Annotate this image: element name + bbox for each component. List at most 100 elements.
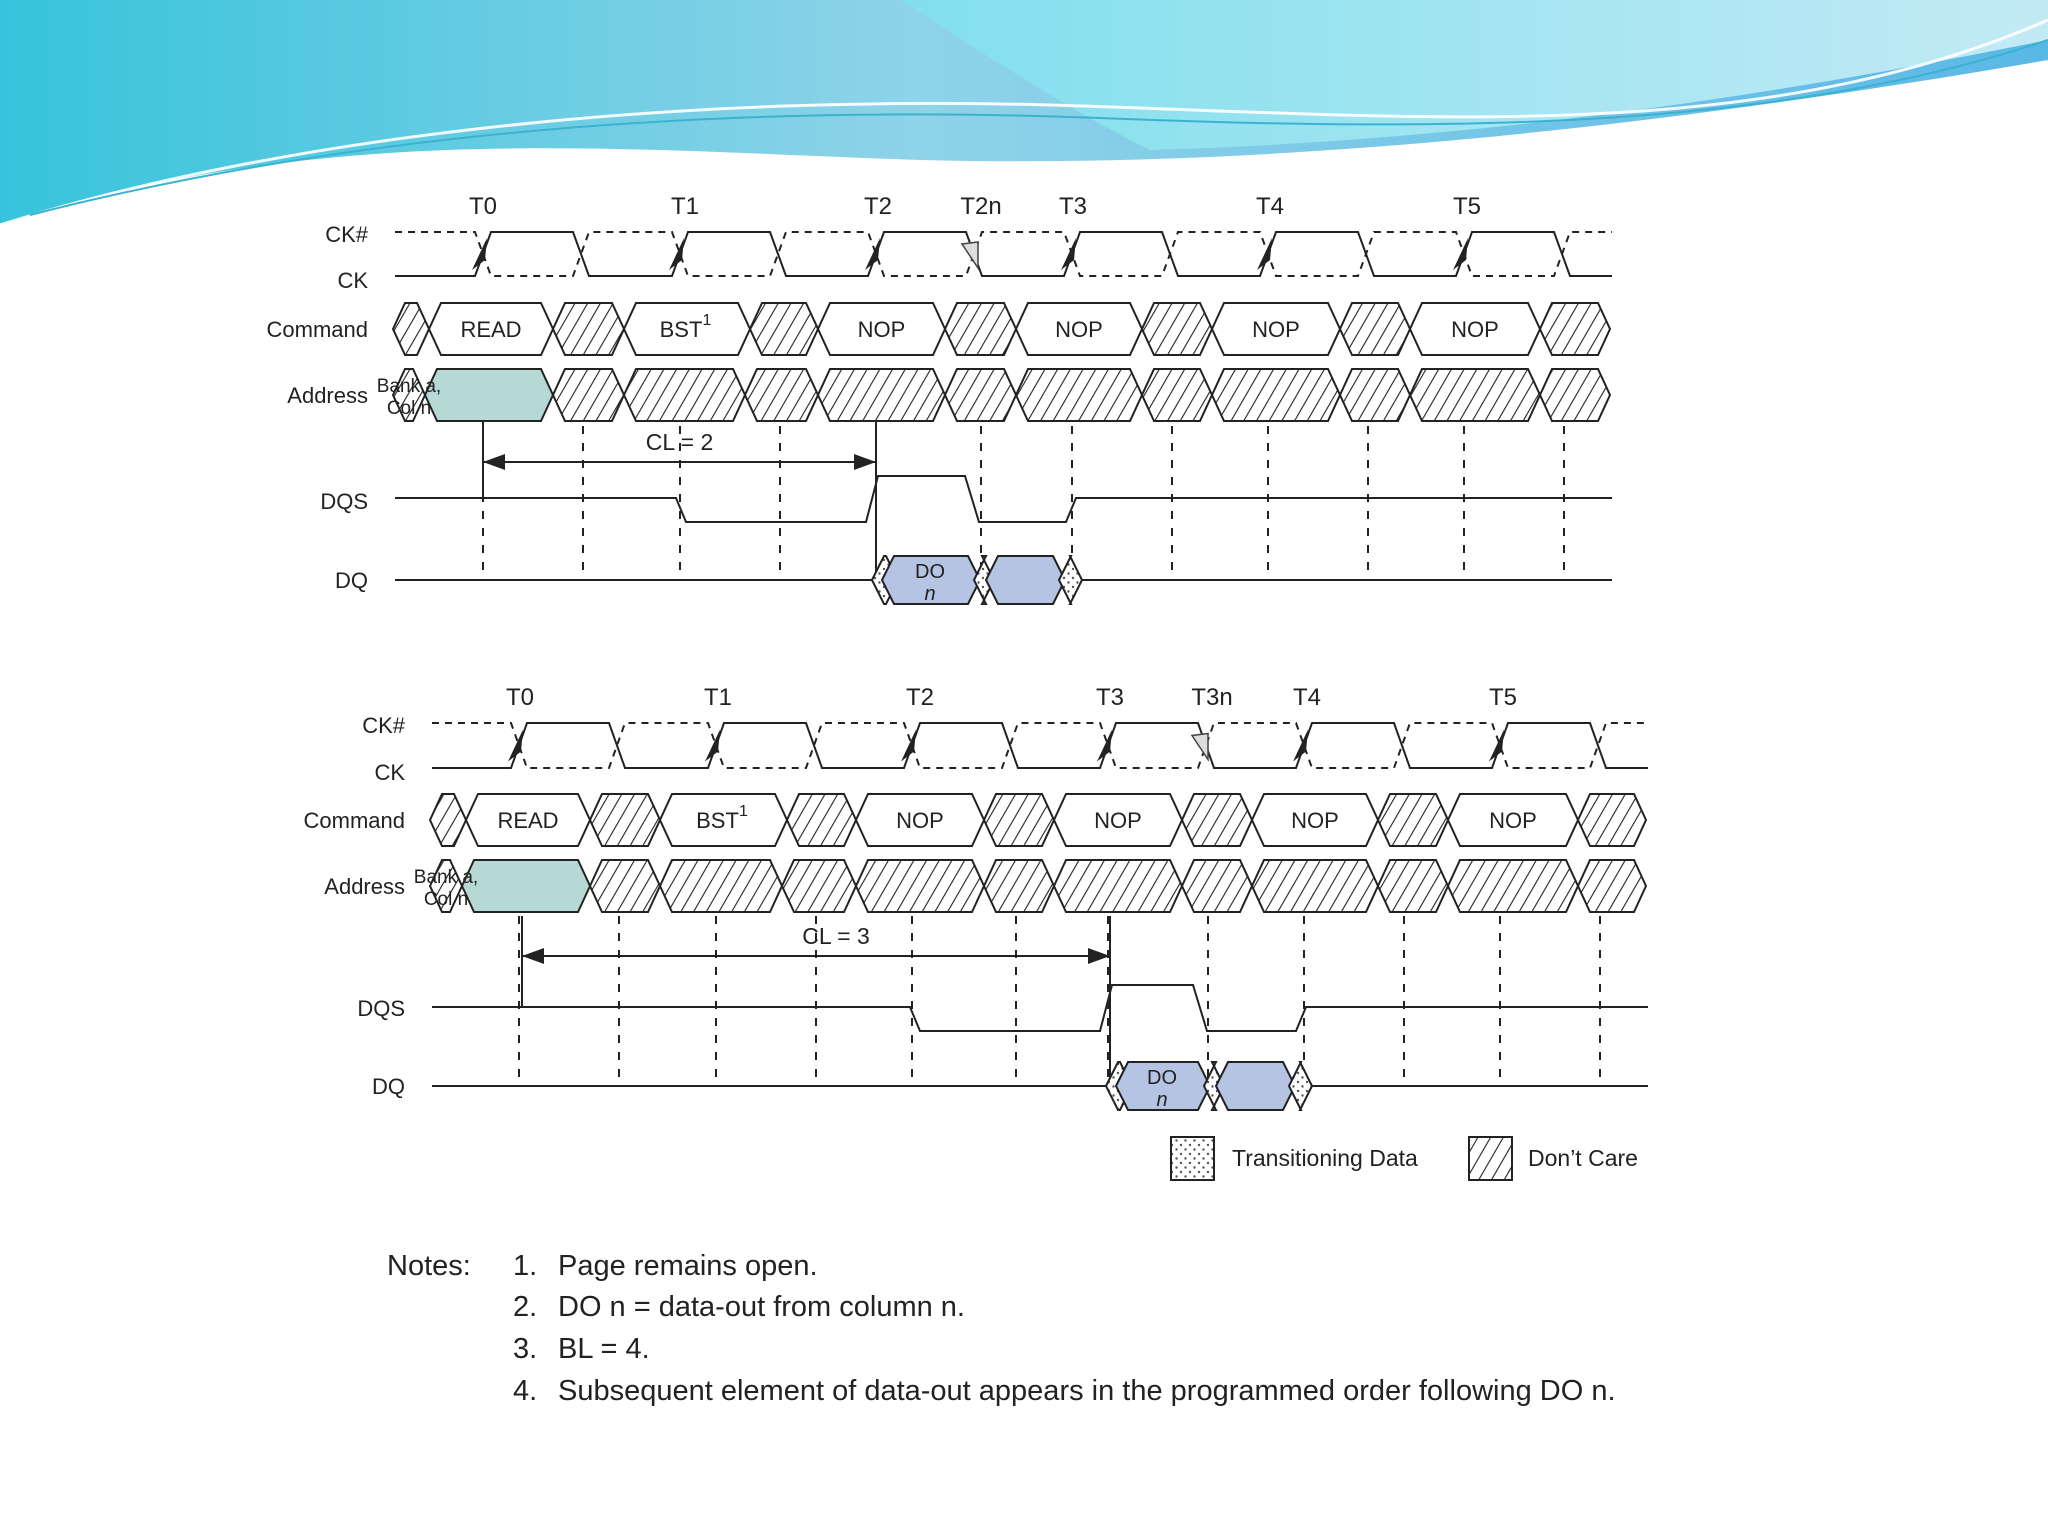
dq-label-n: n [924,583,935,605]
bst-note-superscript: 1 [703,312,712,329]
address-bus-segment [622,368,747,422]
clock-edge-arrow [1453,238,1468,270]
command-bus-segment [1376,793,1450,847]
signal-label-command: Command [304,808,405,833]
clock-edge-arrow [1293,729,1308,762]
clock-edge-arrow [1097,729,1112,762]
command-bus-segment [982,793,1056,847]
address-bus-segment [658,859,784,913]
cas-latency-label: CL = 2 [646,429,714,455]
command-label-nop:3: NOP [1055,317,1103,342]
address-bus-segment [1140,368,1214,422]
address-bus-segment [551,368,626,422]
dqs-waveform [395,475,1612,523]
half-cycle-edge-arrow [1190,732,1209,762]
cas-latency-label: CL = 3 [802,923,870,949]
command-bus-segment [1576,793,1648,847]
command-bus-segment [391,302,431,356]
dq-label-do: DO [1147,1067,1177,1089]
clock-edge-arrow [669,238,684,270]
command-bus-segment [1338,302,1412,356]
command-bus-segment [588,793,662,847]
address-bus-segment [854,859,986,913]
command-label-nop:2: NOP [858,317,906,342]
address-bus-segment [1180,859,1254,913]
address-bus-segment [816,368,947,422]
address-col-label: Col n [424,889,468,910]
address-bank-label: Bank a, [414,867,478,888]
dq-data-out-next [1214,1061,1297,1111]
address-bus-segment [423,368,555,422]
signal-label-address: Address [324,874,405,899]
dqs-waveform [432,984,1648,1032]
notes-heading: Notes: [387,1250,471,1282]
clock-edge-arrow [901,729,916,762]
dq-transition [1287,1061,1314,1111]
clock-label-t1: T1 [704,684,732,711]
dq-data-out-next [984,555,1067,605]
command-label-bst: BST [696,808,739,833]
legend: Transitioning Data Don’t Care [1170,1136,1638,1181]
transitioning-swatch [1170,1136,1215,1181]
note-4-number: 4. [513,1375,537,1407]
address-bus-segment [1376,859,1450,913]
clock-label-t4: T4 [1293,684,1321,711]
signal-label-command: Command [267,317,368,342]
signal-label-address: Address [287,383,368,408]
note-1-text: Page remains open. [558,1250,818,1282]
clock-label-t1: T1 [671,193,699,220]
note-3-text: BL = 4. [558,1333,650,1365]
ck-bar-waveform [432,722,1648,769]
command-bus-segment [1538,302,1612,356]
clock-edge-arrow [508,729,523,762]
signal-label-dqs: DQS [320,489,368,514]
address-bus-segment [1446,859,1580,913]
address-bus-segment [460,859,592,913]
bst-note-superscript: 1 [739,803,748,820]
dq-label-do: DO [915,561,945,583]
command-label-bst: BST [660,317,703,342]
note-2-text: DO n = data-out from column n. [558,1291,965,1323]
clock-label-t3: T3 [1059,193,1087,220]
command-label-read:0: READ [460,317,521,342]
clock-edge-arrow [472,238,487,270]
address-bus-segment [1250,859,1380,913]
address-bank-label: Bank a, [377,376,441,397]
clock-label-t3n: T3n [1191,684,1232,711]
address-bus-segment [588,859,662,913]
half-cycle-edge-arrow [960,241,979,271]
signal-label-dq: DQ [335,568,368,593]
address-bus-segment [1052,859,1184,913]
clock-label-t0: T0 [506,684,534,711]
address-bus-segment [982,859,1056,913]
command-label-read:0: READ [497,808,558,833]
note-4-text: Subsequent element of data-out appears i… [558,1375,1616,1407]
signal-label-ck-bar: CK# [325,222,369,247]
clock-label-t3: T3 [1096,684,1124,711]
command-bus-segment [748,302,820,356]
address-bus-segment [1014,368,1144,422]
address-bus-segment [1576,859,1648,913]
clock-label-t4: T4 [1256,193,1284,220]
legend-transitioning-label: Transitioning Data [1232,1145,1418,1171]
address-bus-segment [943,368,1018,422]
address-col-label: Col n [387,398,431,419]
command-label-nop:5: NOP [1451,317,1499,342]
command-bus-segment [551,302,626,356]
signal-label-dqs: DQS [357,996,405,1021]
clock-label-t5: T5 [1453,193,1481,220]
command-bus-segment [943,302,1018,356]
ck-waveform [432,722,1648,769]
command-label-nop:2: NOP [896,808,944,833]
address-bus-segment [1538,368,1612,422]
command-bus-segment [1180,793,1254,847]
legend-dont-care-label: Don’t Care [1528,1145,1638,1171]
clock-label-t5: T5 [1489,684,1517,711]
command-bus-segment [1140,302,1214,356]
clock-edge-arrow [865,238,880,270]
command-label-nop:4: NOP [1291,808,1339,833]
command-label-nop:4: NOP [1252,317,1300,342]
ck-bar-waveform [395,231,1612,277]
